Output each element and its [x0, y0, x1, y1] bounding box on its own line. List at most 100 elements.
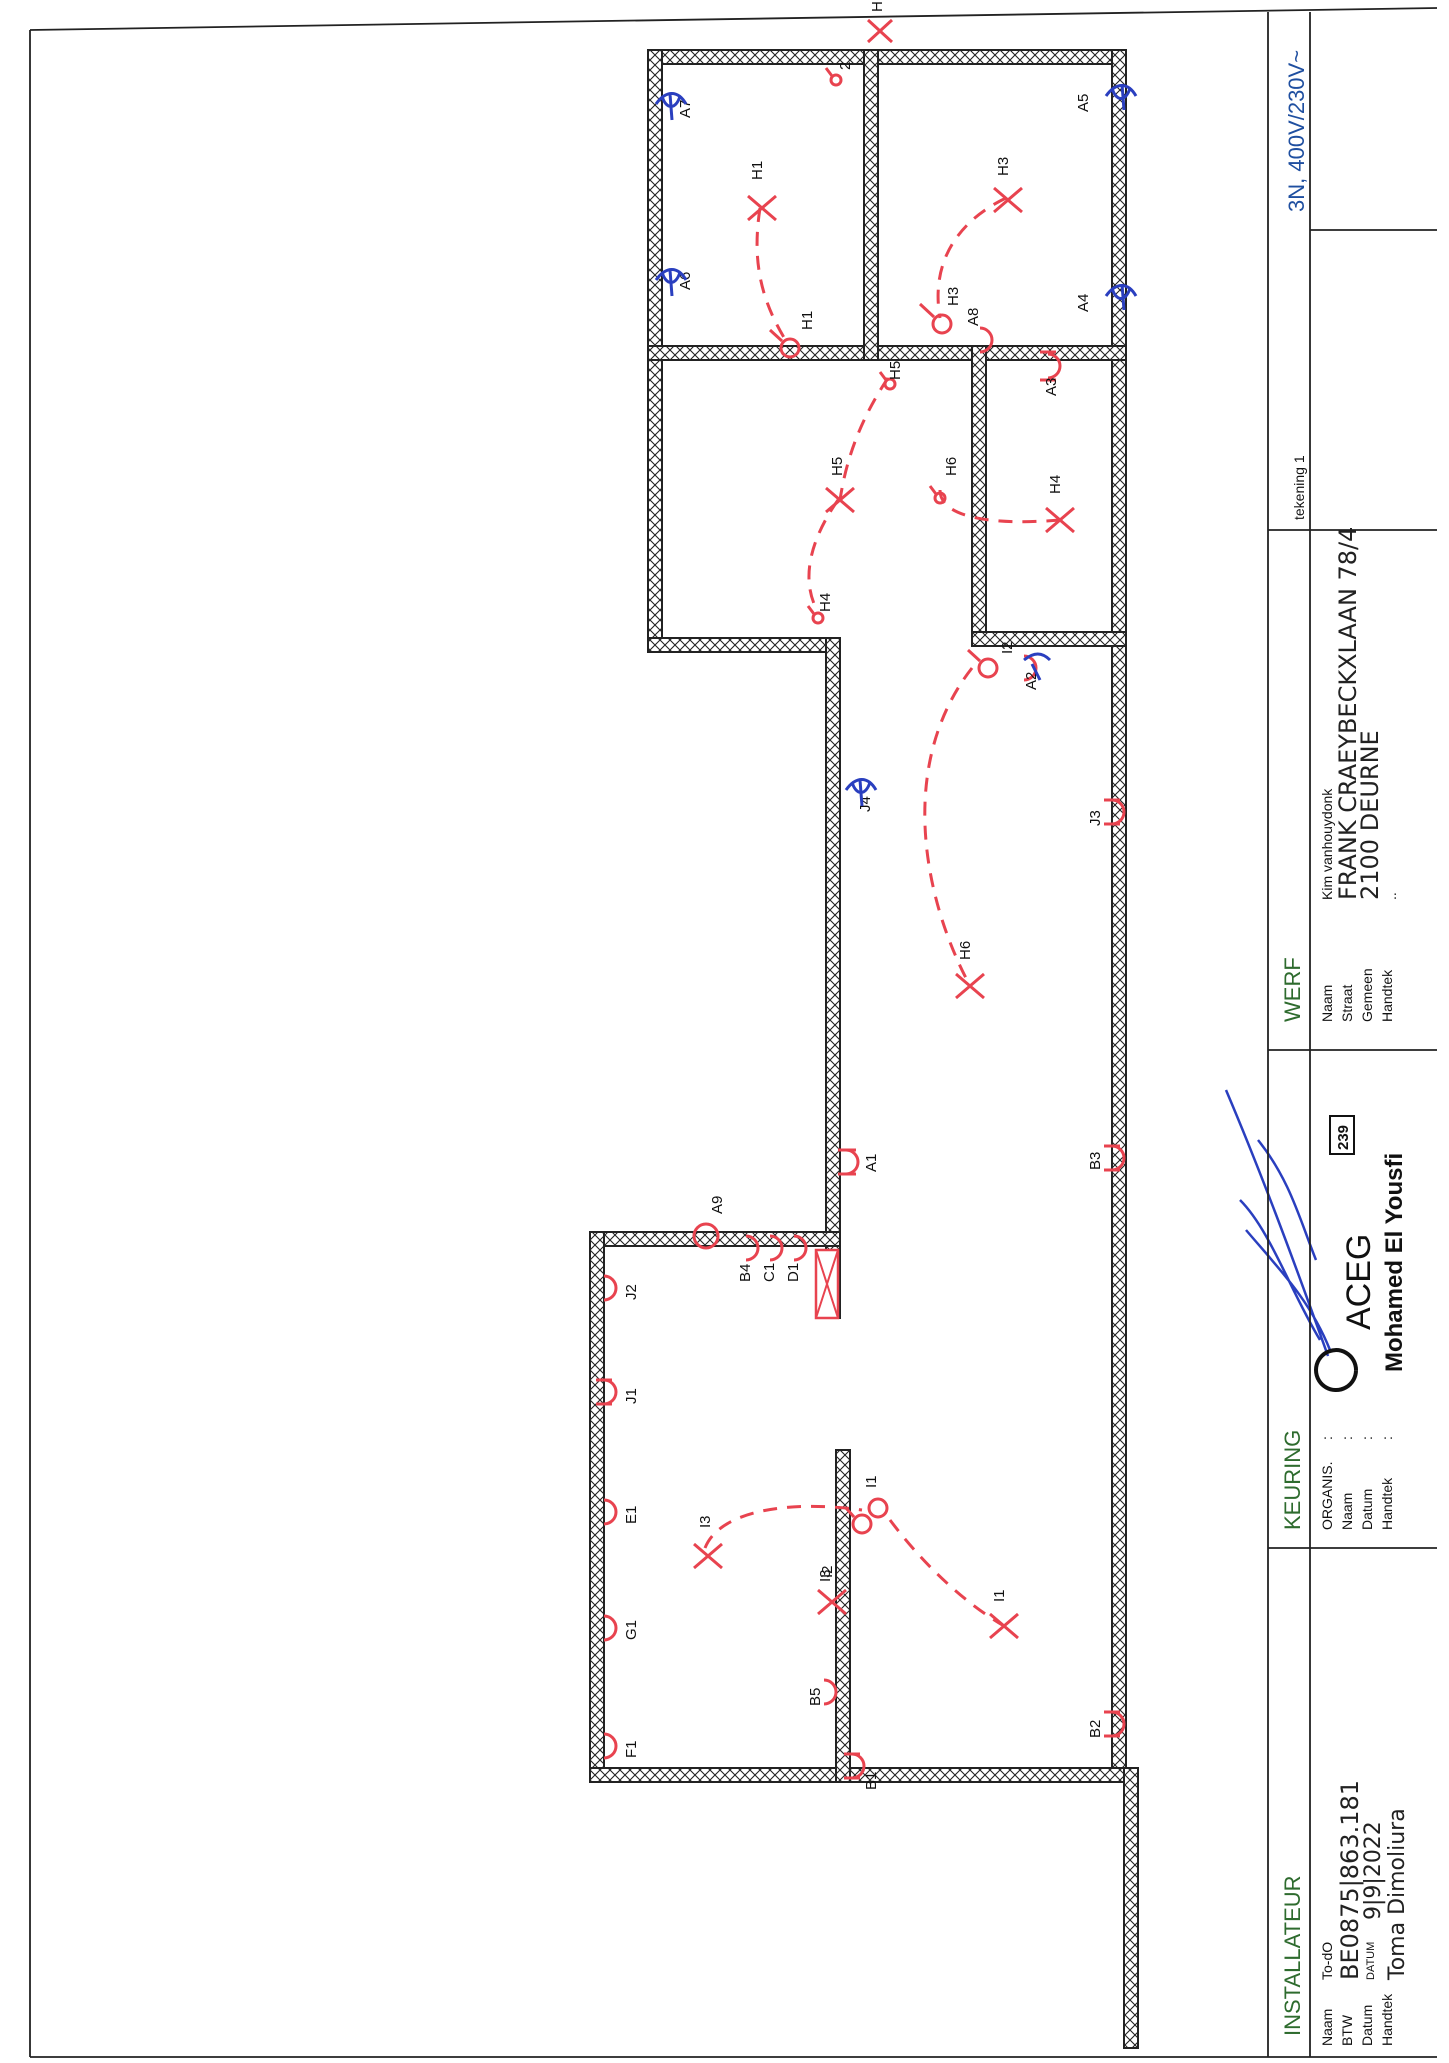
light-label: H1: [749, 161, 766, 180]
outlet-label: A7: [677, 100, 694, 118]
outlet-symbol: [603, 1732, 618, 1760]
outlet-symbol: [838, 1148, 860, 1176]
keuring-colon: :: [1359, 1436, 1375, 1440]
outlet-symbol: [823, 1678, 838, 1706]
outlet-label: B5: [807, 1688, 824, 1706]
aceg-logo-text: ACEG: [1340, 1234, 1378, 1330]
outlet-label: J3: [1087, 810, 1104, 826]
outlet-label: B3: [1087, 1152, 1104, 1170]
installateur-field-btw: BTW: [1339, 2014, 1355, 2046]
light-symbol: [1045, 506, 1075, 534]
outlet-symbol: [979, 326, 994, 354]
sheet-border: [29, 7, 1438, 2058]
inspector-signature: [1224, 1089, 1332, 1357]
light-label: H4: [1047, 475, 1064, 494]
outlet-symbol: [1104, 1710, 1126, 1738]
outlet-symbol: [603, 1498, 618, 1526]
outlet-label: A2: [1023, 672, 1040, 690]
outlet-label: D1: [785, 1263, 802, 1282]
outlet-symbol: [1040, 350, 1062, 382]
switch-symbol: [806, 605, 825, 625]
light-label: H5: [829, 457, 846, 476]
switch-symbol: [878, 371, 897, 391]
outlet-symbol: [1104, 1144, 1126, 1172]
switch-label: H3: [945, 287, 962, 306]
drawing-number: tekening 1: [1291, 455, 1307, 520]
keuring-colon: :: [1319, 1436, 1335, 1440]
outlet-symbol: [1104, 798, 1126, 826]
outlet-label: J1: [623, 1388, 640, 1404]
outlet-label: B2: [1087, 1720, 1104, 1738]
werf-heading: WERF: [1280, 957, 1305, 1022]
outlet-label: A3: [1043, 378, 1060, 396]
werf-naam: Kim vanhouydonk: [1319, 788, 1335, 900]
light-label: I3: [697, 1515, 714, 1528]
keuring-colon: :: [1339, 1436, 1355, 1440]
aceg-number-box: [1329, 1115, 1355, 1155]
outlets: [596, 326, 1126, 1780]
aceg-number: 239: [1335, 1125, 1352, 1150]
installateur-handtek: Toma Dimoliura: [1385, 1808, 1410, 1981]
outlet-labels: A7 A6 A5 A4 A8 A3 A2 A1 A9 J4 J3 J2 J1 E…: [623, 94, 1104, 1790]
switch-label: H5: [887, 361, 904, 380]
outlet-symbol: [603, 1614, 618, 1642]
switch-labels: H1 H3 H5 H4 H6 I2 I3 I1 2: [799, 62, 1016, 1582]
light-label: H6: [957, 941, 974, 960]
switch-symbol: [966, 648, 999, 679]
installateur-datum: 9|9|2022: [1361, 1821, 1386, 1920]
supply-spec: 3N, 400V/230V~: [1284, 50, 1309, 212]
werf-field-handtek: Handtek: [1379, 969, 1395, 1022]
light-label: I2: [819, 1565, 836, 1578]
werf-handtek: ..: [1383, 892, 1399, 900]
switch-label: 2: [837, 62, 854, 70]
outlet-label: A8: [965, 308, 982, 326]
keuring-heading: KEURING: [1280, 1430, 1305, 1530]
switches: [768, 67, 999, 1535]
blue-ink-marks: [654, 83, 1138, 807]
installateur-field-datum: Datum: [1359, 2005, 1375, 2046]
outlet-label: A4: [1075, 294, 1092, 312]
switch-label: H6: [943, 457, 960, 476]
keuring-field-handtek: Handtek: [1379, 1477, 1395, 1530]
switch-label: H4: [817, 593, 834, 612]
werf-field-naam: Naam: [1319, 985, 1335, 1022]
aceg-logo-mark: [1314, 1348, 1358, 1392]
switch-label: H1: [799, 311, 816, 330]
light-symbol: [866, 18, 894, 44]
installateur-datum-caption: DATUM: [1365, 1942, 1377, 1980]
outlet-symbol: [596, 1378, 618, 1406]
outlet-label: J4: [857, 796, 874, 812]
keuring-colon: :: [1379, 1436, 1395, 1440]
switch-label: I3: [817, 1569, 834, 1582]
outlet-symbol: [745, 1234, 808, 1262]
outlet-label: G1: [623, 1620, 640, 1640]
werf-field-gemeente: Gemeen: [1359, 968, 1375, 1022]
outlet-label: A5: [1075, 94, 1092, 112]
outlet-label: J2: [623, 1284, 640, 1300]
werf-field-straat: Straat: [1339, 985, 1355, 1022]
switch-symbol: [918, 302, 953, 335]
light-symbol: [817, 1588, 847, 1616]
switch-label: I1: [863, 1475, 880, 1488]
light-label: I1: [991, 1589, 1008, 1602]
light-symbol: [993, 186, 1023, 214]
inspector-name: Mohamed El Yousfi: [1381, 1153, 1408, 1372]
wall-outline: [589, 49, 1139, 2049]
light-label: H3: [995, 157, 1012, 176]
installateur-field-naam: Naam: [1319, 2009, 1335, 2046]
outlet-label: F1: [623, 1740, 640, 1758]
outlet-label: B1: [863, 1772, 880, 1790]
outlet-symbol: [692, 1222, 720, 1250]
light-symbol: [989, 1612, 1019, 1640]
light-symbol: [955, 972, 985, 1000]
outlet-label: A1: [863, 1154, 880, 1172]
circuit-lines: [703, 196, 1061, 1628]
switch-symbol: [928, 485, 947, 505]
outlet-label: A6: [677, 272, 694, 290]
installateur-field-handtek: Handtek: [1379, 1993, 1395, 2046]
outlet-label: B4: [737, 1264, 754, 1282]
light-labels: H1 H3 H5 H4 H6 I3 I2 I1 H: [697, 1, 1064, 1602]
switch-symbol: [844, 1507, 873, 1535]
light-symbol: [747, 194, 777, 222]
ceiling-lights: [693, 18, 1075, 1640]
